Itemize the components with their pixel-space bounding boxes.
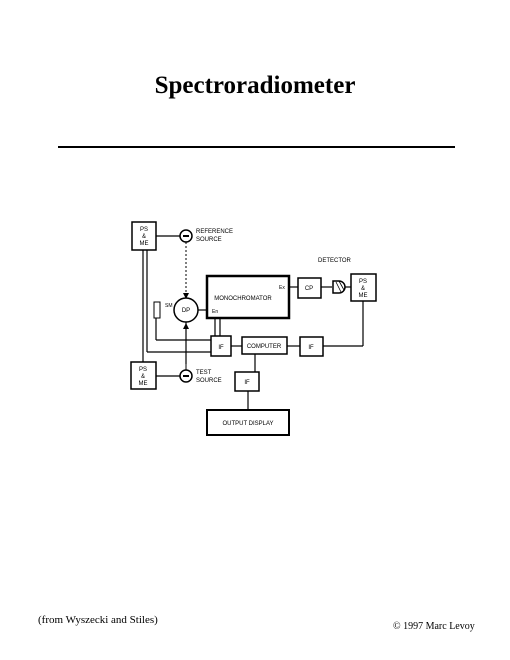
svg-text:IF: IF (244, 380, 250, 386)
output-display-box: OUTPUT DISPLAY (206, 409, 290, 436)
svg-text:ME: ME (139, 381, 148, 387)
page-title: Spectroradiometer (154, 72, 356, 99)
wires (142, 235, 364, 410)
ps-me-box-bottom-left: PS & ME (130, 361, 157, 390)
svg-text:REFERENCE: REFERENCE (196, 229, 233, 235)
svg-text:SOURCE: SOURCE (196, 237, 222, 243)
svg-text:COMPUTER: COMPUTER (247, 344, 282, 350)
svg-text:SM: SM (165, 303, 173, 309)
svg-text:PS: PS (140, 227, 148, 233)
svg-text:IF: IF (218, 345, 224, 351)
ps-me-box-top-left: PS & ME (131, 221, 157, 251)
if-box-right: IF (299, 336, 324, 357)
svg-text:ME: ME (140, 241, 149, 247)
computer-box: COMPUTER (241, 336, 288, 355)
cp-box: CP (297, 277, 322, 299)
svg-text:Ex: Ex (279, 285, 285, 291)
svg-text:ME: ME (359, 293, 368, 299)
if-box-left: IF (210, 335, 232, 357)
copyright-notice: © 1997 Marc Levoy (393, 621, 475, 632)
svg-text:PS: PS (359, 279, 367, 285)
dp-depolarizer: DP SM (153, 297, 199, 323)
ps-me-box-detector: PS & ME (350, 273, 377, 302)
svg-text:MONOCHROMATOR: MONOCHROMATOR (214, 296, 272, 302)
svg-text:OUTPUT DISPLAY: OUTPUT DISPLAY (222, 421, 273, 427)
detector: DETECTOR (318, 258, 352, 294)
svg-text:IF: IF (308, 345, 314, 351)
source-credit: (from Wyszecki and Stiles) (38, 614, 158, 626)
monochromator: MONOCHROMATOR Ex En (205, 274, 291, 320)
svg-text:En: En (212, 309, 218, 315)
if-box-bottom: IF (234, 371, 260, 392)
svg-text:SOURCE: SOURCE (196, 378, 222, 384)
svg-text:CP: CP (305, 286, 313, 292)
svg-text:TEST: TEST (196, 370, 212, 376)
svg-text:&: & (141, 374, 145, 380)
svg-text:PS: PS (139, 367, 147, 373)
svg-text:&: & (142, 234, 146, 240)
reference-source: REFERENCE SOURCE (179, 229, 233, 243)
title-divider (58, 146, 455, 148)
test-source: TEST SOURCE (179, 369, 222, 384)
svg-text:DETECTOR: DETECTOR (318, 258, 352, 264)
svg-text:&: & (361, 286, 365, 292)
svg-text:DP: DP (182, 308, 190, 314)
